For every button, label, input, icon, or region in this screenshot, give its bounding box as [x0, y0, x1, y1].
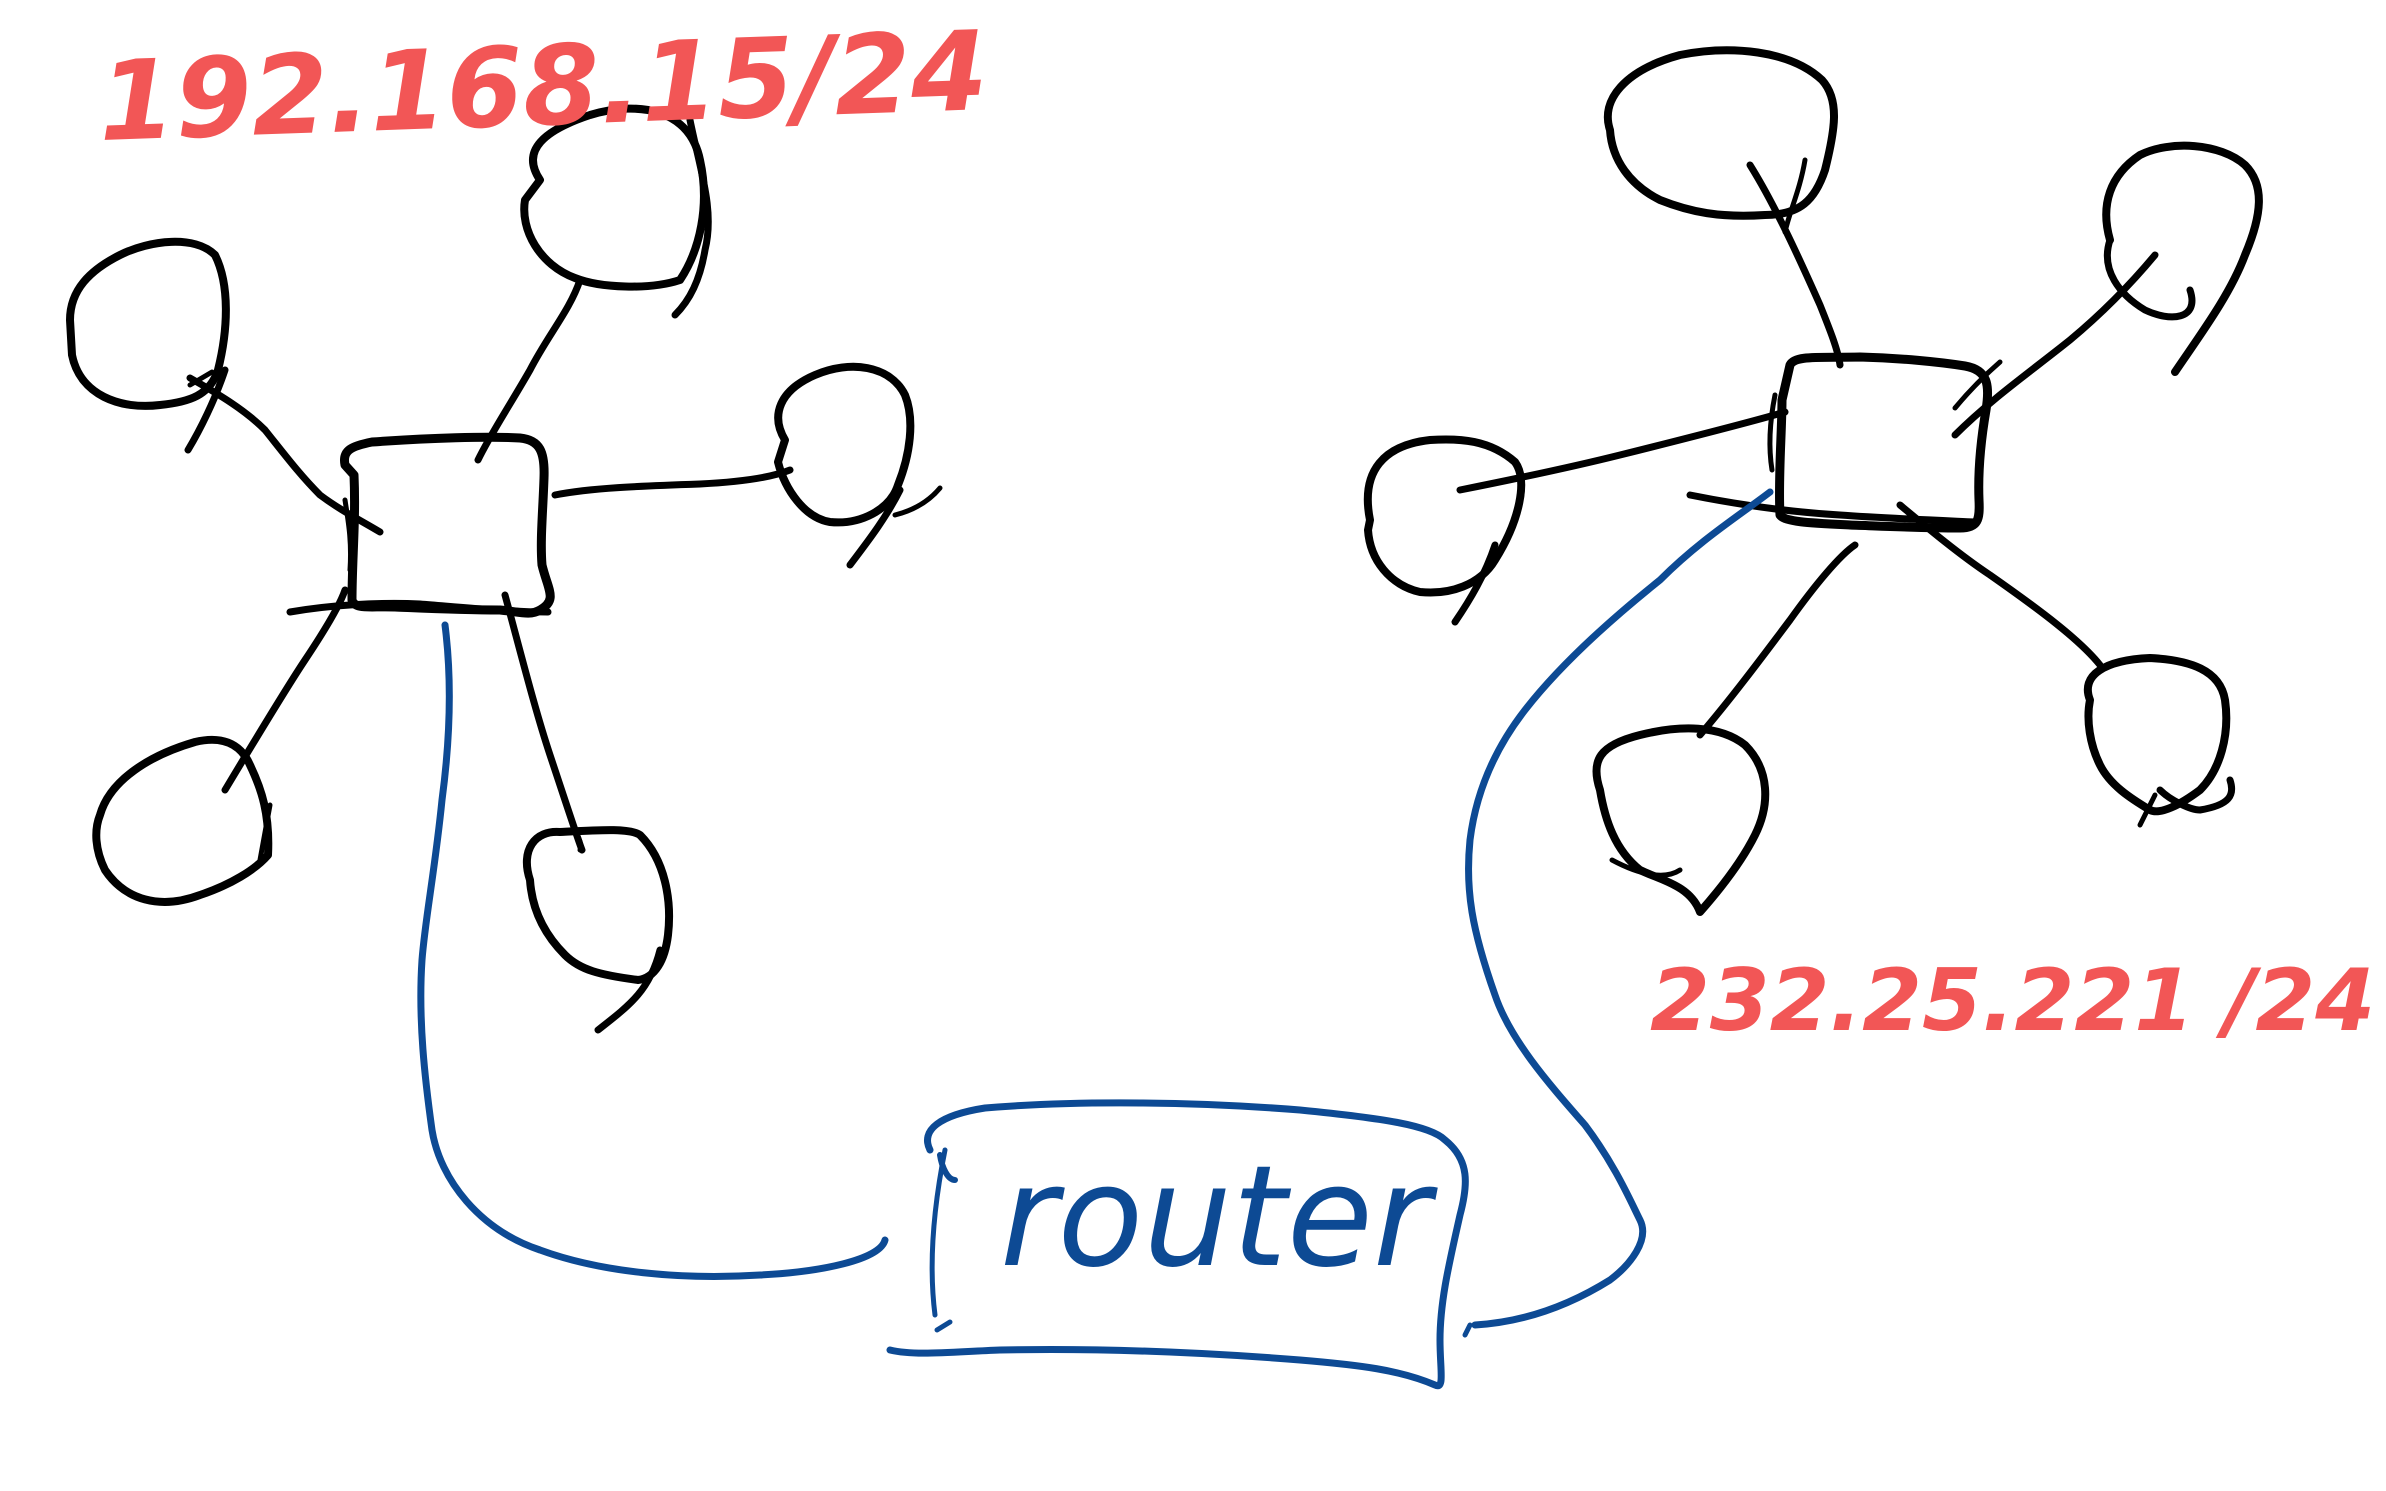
left-host-bottom-right	[501, 591, 674, 1034]
right-host-left	[1363, 408, 1789, 626]
router-group: router	[417, 488, 1774, 1390]
left-host-right	[551, 362, 943, 569]
left-host-upper-left	[66, 237, 384, 536]
right-host-upper-right	[1951, 141, 2263, 439]
right-host-top	[1603, 46, 1844, 369]
left-network	[66, 104, 943, 1034]
right-network	[1363, 46, 2263, 916]
left-host-bottom-left	[92, 586, 349, 906]
right-switch	[1774, 352, 1993, 533]
right-host-bottom-left	[1592, 541, 1859, 916]
right-host-bottom-right	[1896, 501, 2236, 828]
left-subnet-label: 192.168.15/24	[96, 7, 989, 166]
link-left-switch-to-router	[417, 621, 889, 1280]
left-host-top	[474, 104, 712, 464]
link-right-switch-to-router	[1465, 488, 1774, 1329]
right-subnet-label: 232.25.221 /24	[1650, 951, 2375, 1051]
router-box	[886, 1099, 1469, 1390]
router-label: router	[1000, 1136, 1438, 1299]
